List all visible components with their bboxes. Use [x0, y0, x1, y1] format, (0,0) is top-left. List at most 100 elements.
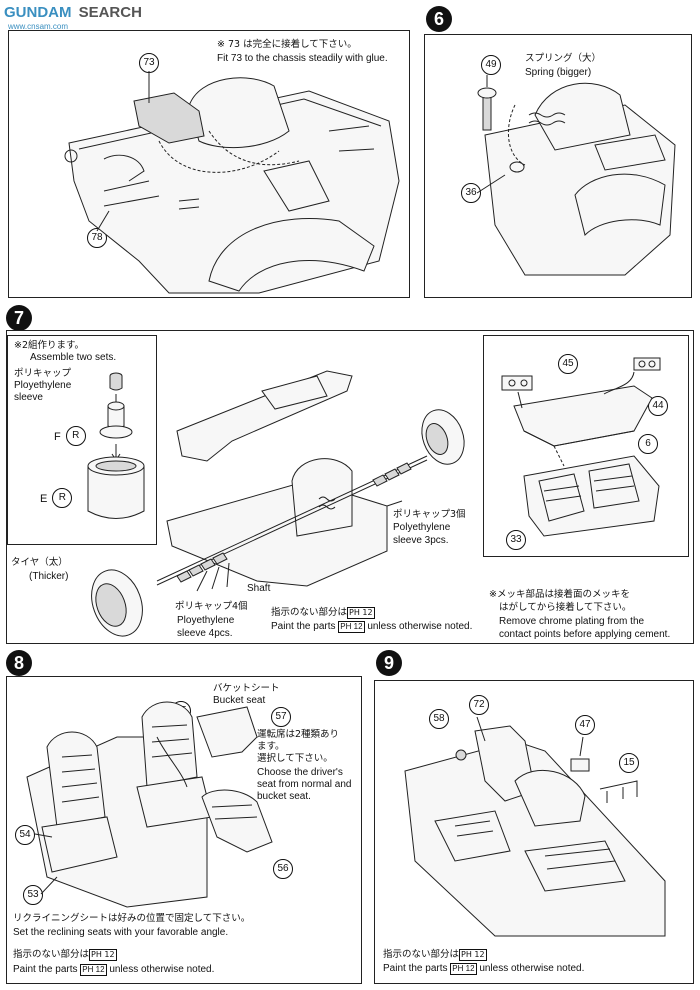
tire-label-en: (Thicker): [29, 571, 69, 582]
poly4-label-en1: Ployethylene: [177, 615, 235, 626]
step-6-badge: 6: [426, 6, 452, 32]
part-53-label: 53: [23, 885, 43, 905]
step7-paint-code-jp-text: PH: [349, 608, 360, 617]
rear-axle-illustration: [91, 370, 465, 637]
poly3-label-en2: sleeve 3pcs.: [393, 535, 449, 546]
driver-seat-jp1: 運転席は2種類あり: [257, 729, 340, 740]
step8-paint-num-en: 12: [95, 965, 105, 974]
step8-panel: バケットシート Bucket seat 運転席は2種類あり ます。 選択して下さ…: [6, 676, 362, 984]
step5-note-jp: ※ 73 は完全に接着して下さい。: [217, 39, 357, 50]
driver-seat-jp2: ます。: [257, 741, 285, 752]
poly3-label-en1: Polyethylene: [393, 522, 451, 533]
step9-paint-jp-text: 指示のない部分は: [383, 949, 460, 960]
poly3-label-jp: ポリキャップ3個: [393, 509, 466, 520]
spring-assembly-illustration: [476, 75, 676, 276]
step8-paint-en: Paint the parts PH 12 unless otherwise n…: [13, 964, 214, 976]
watermark-search-text: SEARCH: [78, 4, 142, 21]
step6-panel: スプリング（大） Spring (bigger) 49 36: [424, 34, 692, 298]
part-44-label: 44: [648, 396, 668, 416]
dashboard-illustration: [404, 716, 666, 937]
step-7-badge: 7: [6, 305, 32, 331]
step7-paint-num-en: 12: [353, 622, 363, 631]
chrome-note-en2: contact points before applying cement.: [499, 629, 671, 640]
chrome-note-en1: Remove chrome plating from the: [499, 616, 645, 627]
step5-panel: ※ 73 は完全に接着して下さい。 Fit 73 to the chassis …: [8, 30, 410, 298]
part-6-label: 6: [638, 434, 658, 454]
part-36-label: 36: [461, 183, 481, 203]
seat-inset-box: 45 44 6 33: [483, 335, 689, 557]
driver-seat-jp3: 選択して下さい。: [257, 753, 333, 764]
driver-seat-en1: Choose the driver's: [257, 767, 343, 778]
part-78-label: 78: [87, 228, 107, 248]
watermark-logo-text: GUNDAM: [4, 4, 72, 21]
poly4-label-jp: ポリキャップ4個: [175, 601, 248, 612]
driver-seat-en3: bucket seat.: [257, 791, 311, 802]
part-33-label: 33: [506, 530, 526, 550]
step7-paint-code-en-text: PH: [340, 622, 352, 631]
part-e-r-badge: R: [52, 488, 73, 508]
polycap-en1: Ployethylene: [14, 380, 72, 391]
rear-seat-illustration: [501, 357, 661, 537]
step8-paint-code-en-text: PH: [82, 965, 94, 974]
step8-paint-code-jp: PH 12: [89, 949, 117, 961]
chassis-front-illustration: [64, 71, 400, 294]
bucket-seat-jp: バケットシート: [213, 683, 280, 694]
step7-panel: ※2組作ります。 Assemble two sets. ポリキャップ Ploye…: [6, 330, 694, 644]
part-f-r-badge: R: [65, 426, 86, 446]
step7-paint-num-jp: 12: [362, 608, 373, 617]
inset-note-jp: ※2組作ります。: [14, 340, 85, 351]
part-54-label: 54: [15, 825, 35, 845]
polycap-jp: ポリキャップ: [14, 368, 72, 379]
step-8-badge: 8: [6, 650, 32, 676]
inset-note-en: Assemble two sets.: [30, 352, 117, 363]
polycap-inset-box: ※2組作ります。 Assemble two sets. ポリキャップ Ploye…: [7, 335, 157, 545]
step9-paint-en-post: unless otherwise noted.: [479, 963, 585, 974]
step9-paint-num-jp: 12: [474, 950, 485, 959]
step9-paint-code-en-text: PH: [452, 964, 464, 973]
poly4-label-en2: sleeve 4pcs.: [177, 628, 233, 639]
step9-paint-num-en: 12: [465, 964, 475, 973]
part-58-label: 58: [429, 709, 449, 729]
part-f-letter: F: [54, 431, 61, 443]
step7-paint-code-jp: PH 12: [347, 607, 375, 619]
part-57-label: 57: [271, 707, 291, 727]
step7-paint-en-pre: Paint the parts: [271, 621, 336, 632]
watermark-url: www.cnsam.com: [8, 22, 69, 31]
bucket-seat-en: Bucket seat: [213, 695, 266, 706]
step8-paint-jp-text: 指示のない部分は: [13, 949, 90, 960]
part-e-label: E R: [40, 488, 73, 510]
part-15-label: 15: [619, 753, 639, 773]
watermark-logo: GUNDAM SEARCH: [4, 2, 142, 21]
shaft-label-en: Shaft: [247, 583, 271, 594]
step8-paint-en-pre: Paint the parts: [13, 964, 78, 975]
driver-seat-en2: seat from normal and: [257, 779, 352, 790]
step9-paint-en: Paint the parts PH 12 unless otherwise n…: [383, 963, 584, 975]
part-47-label: 47: [575, 715, 595, 735]
step9-paint-code-jp: PH 12: [459, 949, 487, 961]
spring-label-jp: スプリング（大）: [525, 53, 602, 64]
spring-label-en: Spring (bigger): [525, 67, 592, 78]
part-49-label: 49: [481, 55, 501, 75]
step9-paint-code-en: PH 12: [450, 963, 477, 975]
part-f-label: F R: [54, 426, 86, 448]
step9-paint-en-pre: Paint the parts: [383, 963, 448, 974]
polycap-en2: sleeve: [14, 392, 43, 403]
step8-paint-code-jp-text: PH: [91, 950, 102, 959]
part-72-label: 72: [469, 695, 489, 715]
step8-paint-en-post: unless otherwise noted.: [109, 964, 215, 975]
chrome-note-jp2: はがしてから接着して下さい。: [499, 602, 632, 613]
step7-paint-en-post: unless otherwise noted.: [367, 621, 473, 632]
polycap-wheel-illustration: [87, 372, 145, 519]
step-9-badge: 9: [376, 650, 402, 676]
front-seats-illustration: [26, 701, 273, 908]
chrome-note-jp1: ※メッキ部品は接着面のメッキを: [489, 589, 630, 600]
recline-note-en: Set the reclining seats with your favora…: [13, 927, 229, 938]
step9-paint-code-jp-text: PH: [461, 950, 472, 959]
tire-label-jp: タイヤ（太）: [11, 557, 68, 568]
step7-paint-code-en: PH 12: [338, 621, 365, 633]
step7-paint-jp-text: 指示のない部分は: [271, 607, 348, 618]
